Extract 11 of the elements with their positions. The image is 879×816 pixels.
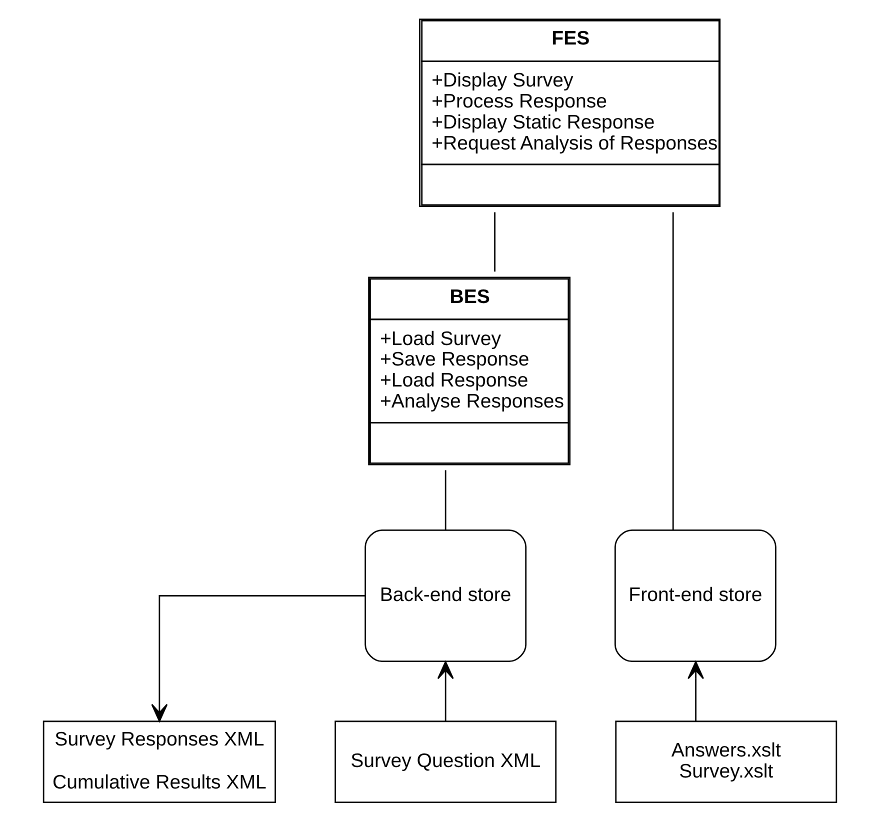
node-box: Survey Responses XML Cumulative Results XML: [42, 720, 276, 804]
arrow: [436, 661, 454, 722]
arrow: [687, 661, 704, 722]
connector: [444, 470, 446, 530]
connector: [494, 212, 495, 272]
node-box: Back-end store: [364, 529, 526, 662]
connector: [672, 212, 674, 530]
arrow: [150, 595, 365, 722]
node-box: Answers.xslt Survey.xslt: [614, 720, 837, 804]
node-box: Survey Question XML: [334, 720, 556, 804]
node-box: Front-end store: [614, 529, 776, 662]
